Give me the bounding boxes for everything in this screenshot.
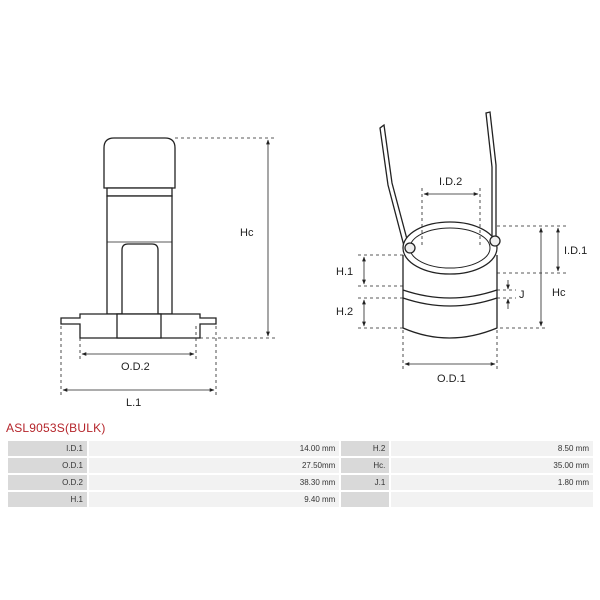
spec-label: O.D.2: [8, 475, 87, 490]
right-dimensions: [358, 188, 566, 372]
spec-label: Hc.: [341, 458, 390, 473]
spec-value: 14.00 mm: [89, 441, 340, 456]
table-row: O.D.1 27.50 mm Hc. 35.00 mm: [8, 458, 593, 473]
id2-label: I.D.2: [439, 176, 462, 188]
spec-label: [341, 492, 390, 507]
h1-label: H.1: [336, 266, 353, 278]
spec-label: J.1: [341, 475, 390, 490]
ring-top: [402, 221, 498, 275]
od1-label: O.D.1: [437, 373, 466, 385]
spec-value: 27.50 mm: [89, 458, 340, 473]
left-dimensions: [60, 137, 276, 396]
technical-drawing: Hc O.D.2 L.1: [60, 111, 587, 409]
l1-label: L.1: [126, 397, 141, 409]
spec-value: 8.50 mm: [391, 441, 593, 456]
spec-value: [391, 492, 593, 507]
table-row: I.D.1 14.00 mm H.2 8.50 mm: [8, 441, 593, 456]
spec-value-number: 27.50: [301, 461, 322, 470]
side-view: [60, 137, 217, 339]
top-cap: [103, 137, 176, 189]
specs-table: I.D.1 14.00 mm H.2 8.50 mm O.D.1 27.50 m…: [6, 439, 595, 509]
part-number-title: ASL9053S(BULK): [6, 421, 106, 435]
right-lead: [485, 111, 497, 241]
hc-left-label: Hc: [240, 227, 254, 239]
ring-body: [402, 255, 498, 339]
table-row: H.1 9.40 mm: [8, 492, 593, 507]
spec-label: O.D.1: [8, 458, 87, 473]
h2-label: H.2: [336, 306, 353, 318]
spec-value: 38.30 mm: [89, 475, 340, 490]
spec-value: 9.40 mm: [89, 492, 340, 507]
ring-view: [379, 111, 501, 339]
spec-label: I.D.1: [8, 441, 87, 456]
table-row: O.D.2 38.30 mm J.1 1.80 mm: [8, 475, 593, 490]
spec-value: 35.00 mm: [391, 458, 593, 473]
slot: [121, 243, 159, 314]
spec-label: H.1: [8, 492, 87, 507]
id1-label: I.D.1: [564, 245, 587, 257]
shaft: [106, 187, 173, 197]
center-block: [116, 313, 162, 339]
spec-value-unit: mm: [322, 461, 336, 470]
od2-label: O.D.2: [121, 361, 150, 373]
left-lead: [379, 123, 409, 248]
spec-value: 1.80 mm: [391, 475, 593, 490]
spec-label: H.2: [341, 441, 390, 456]
j-label: J: [519, 289, 525, 301]
hc-right-label: Hc: [552, 287, 566, 299]
